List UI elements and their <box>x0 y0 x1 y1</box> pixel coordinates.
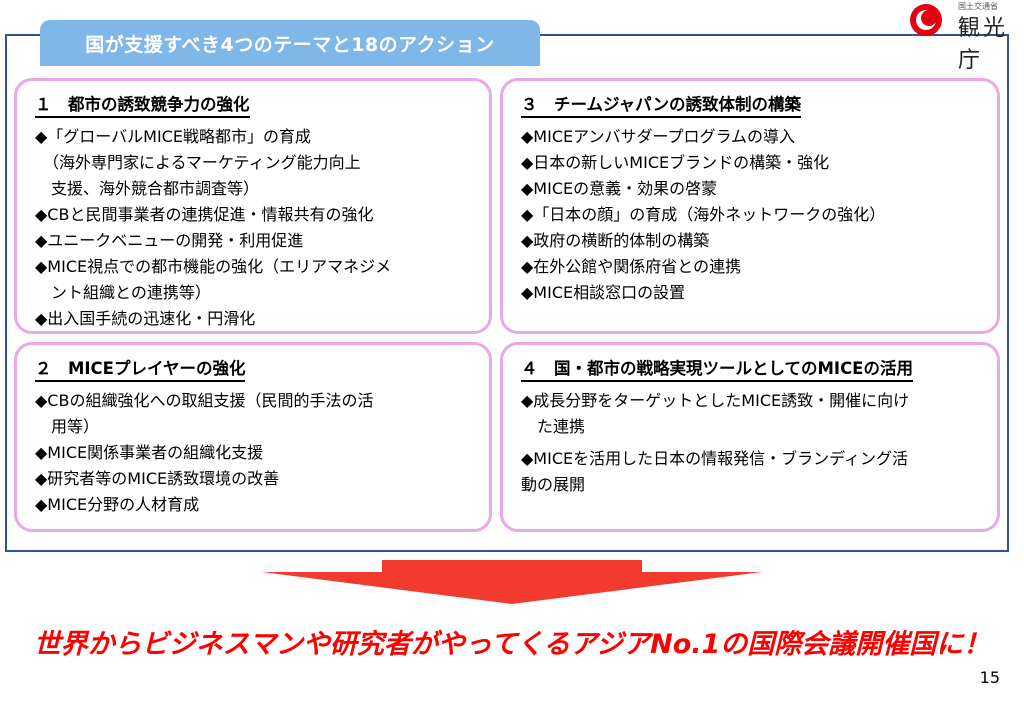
list-item: ◆成長分野をターゲットとしたMICE誘致・開催に向け <box>521 391 910 410</box>
page-number: 15 <box>979 668 1000 687</box>
list-item: ◆ユニークベニューの開発・利用促進 <box>35 231 304 250</box>
list-item: ◆日本の新しいMICEブランドの構築・強化 <box>521 153 830 172</box>
list-item: ント組織との連携等） <box>35 283 211 302</box>
panel-title: １ 都市の誘致競争力の強化 <box>35 91 250 118</box>
list-item: （海外専門家によるマーケティング能力向上 <box>35 153 361 172</box>
list-item: ◆MICEの意義・効果の啓蒙 <box>521 179 718 198</box>
agency-logo: 国土交通省 観光庁 <box>904 0 1024 73</box>
goal-headline: 世界からビジネスマンや研究者がやってくるアジアNo.1の国際会議開催国に！ <box>33 629 991 660</box>
panel-theme-4: ４ 国・都市の戦略実現ツールとしてのMICEの活用 ◆成長分野をターゲットとした… <box>500 342 1000 532</box>
down-arrow-icon <box>262 560 762 604</box>
ministry-name: 国土交通省 <box>958 2 998 11</box>
list-item: ◆MICEを活用した日本の情報発信・ブランディング活 <box>521 449 908 468</box>
list-item: ◆MICE相談窓口の設置 <box>521 283 686 302</box>
list-item: ◆研究者等のMICE誘致環境の改善 <box>35 469 280 488</box>
list-item: 用等） <box>35 417 100 436</box>
list-item: た連携 <box>521 417 586 436</box>
list-item: ◆「日本の顔」の育成（海外ネットワークの強化） <box>521 205 886 224</box>
list-item: ◆CBの組織強化への取組支援（民間的手法の活 <box>35 391 374 410</box>
list-item: ◆MICEアンバサダープログラムの導入 <box>521 127 796 146</box>
list-item: ◆MICE視点での都市機能の強化（エリアマネジメ <box>35 257 392 276</box>
list-item: 動の展開 <box>521 475 586 494</box>
panel-title: ２ MICEプレイヤーの強化 <box>35 355 246 382</box>
list-item: ◆出入国手続の迅速化・円滑化 <box>35 309 256 328</box>
list-item: 支援、海外競合都市調査等） <box>35 179 260 198</box>
list-item: ◆MICE関係事業者の組織化支援 <box>35 443 264 462</box>
list-item: ◆MICE分野の人材育成 <box>35 495 200 514</box>
red-circle-logo-icon <box>910 4 942 36</box>
list-item: ◆在外公館や関係府省との連携 <box>521 257 742 276</box>
header-title: 国が支援すべき4つのテーマと18のアクション <box>85 33 495 56</box>
list-item: ◆政府の横断的体制の構築 <box>521 231 710 250</box>
list-item: ◆CBと民間事業者の連携促進・情報共有の強化 <box>35 205 374 224</box>
panel-title: ４ 国・都市の戦略実現ツールとしてのMICEの活用 <box>521 355 913 382</box>
panel-theme-1: １ 都市の誘致競争力の強化 ◆「グローバルMICE戦略都市」の育成 （海外専門家… <box>14 78 492 334</box>
panel-theme-2: ２ MICEプレイヤーの強化 ◆CBの組織強化への取組支援（民間的手法の活 用等… <box>14 342 492 532</box>
header-title-tab: 国が支援すべき4つのテーマと18のアクション <box>40 20 540 66</box>
agency-name: 観光庁 <box>958 16 1009 73</box>
panel-theme-3: ３ チームジャパンの誘致体制の構築 ◆MICEアンバサダープログラムの導入 ◆日… <box>500 78 1000 334</box>
list-item: ◆「グローバルMICE戦略都市」の育成 <box>35 127 311 146</box>
panel-title: ３ チームジャパンの誘致体制の構築 <box>521 91 802 118</box>
